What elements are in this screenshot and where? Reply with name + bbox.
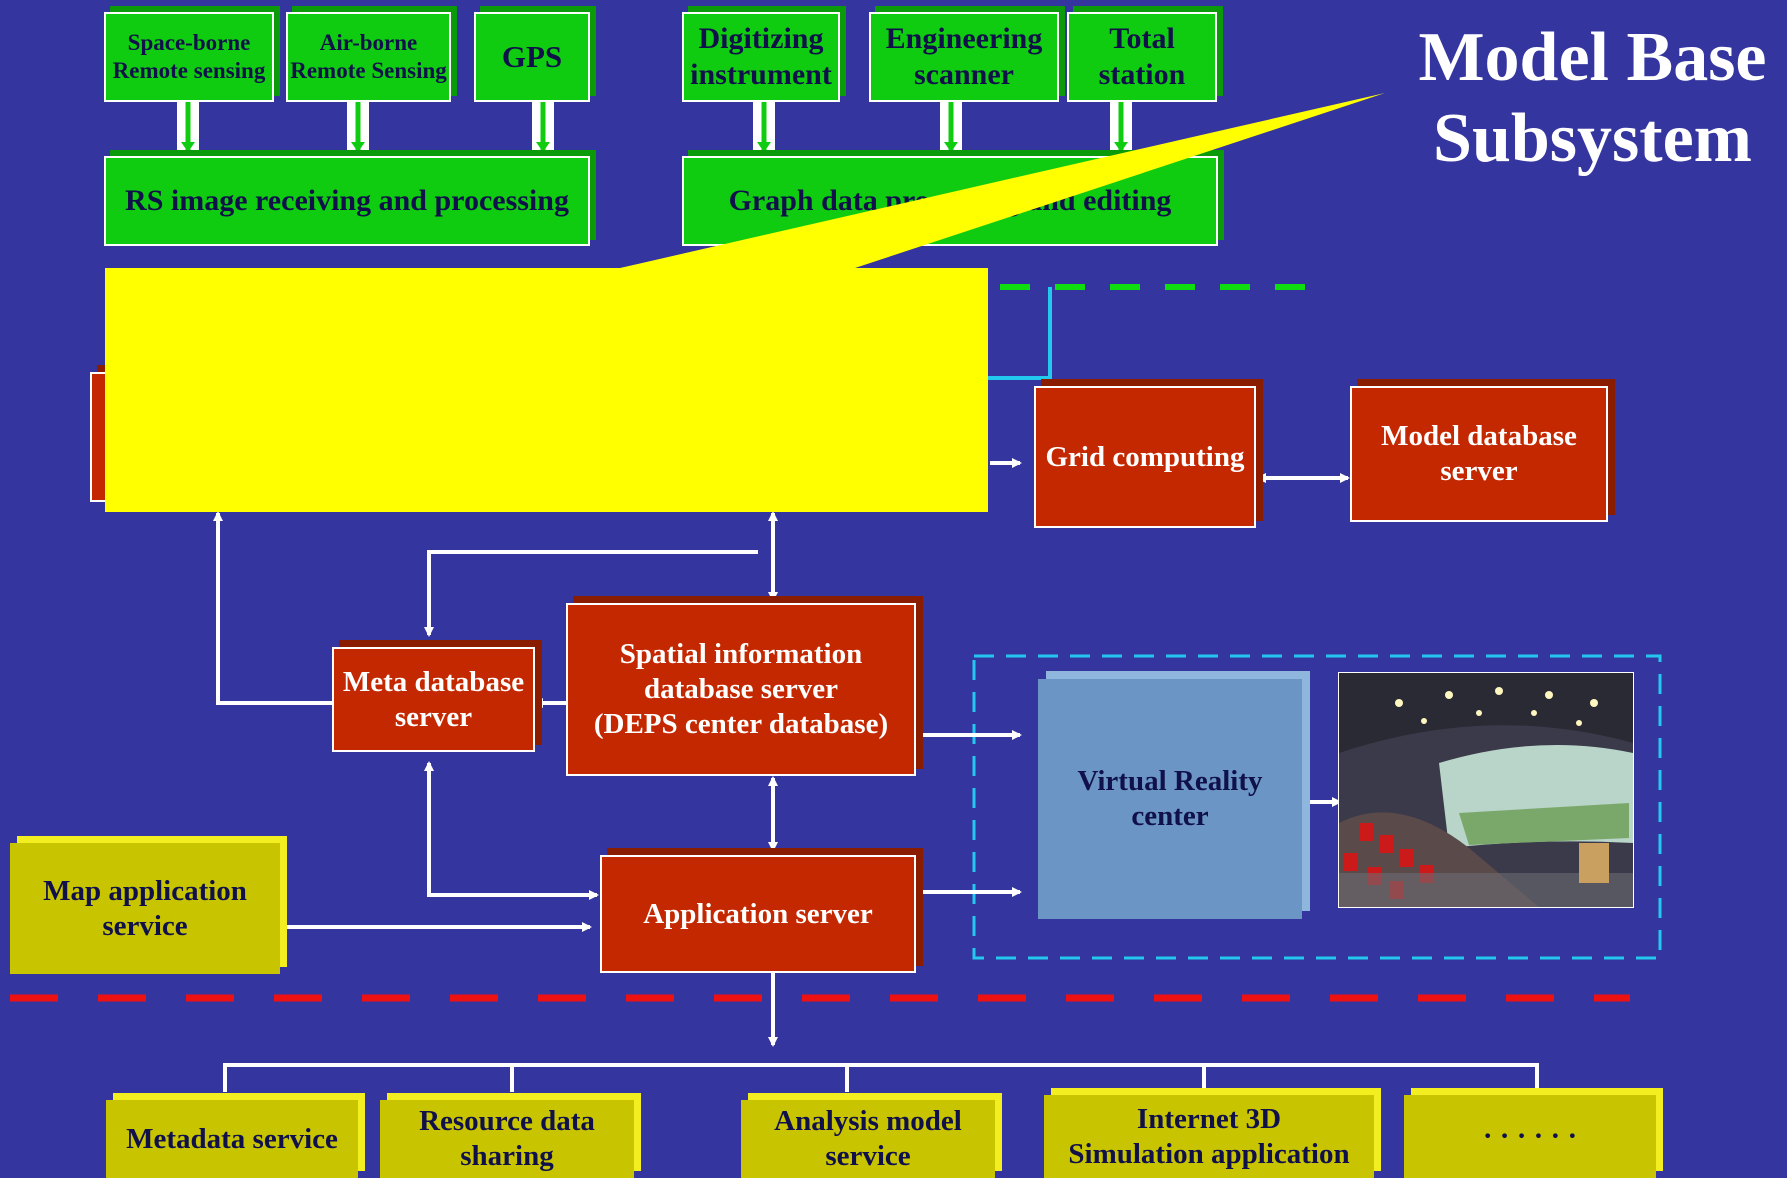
vr-dashed-border [972,654,1662,960]
meta-database-server-box: Meta database server [332,647,535,752]
vr-theater-illustration [1339,673,1633,907]
resource-data-sharing-box: Resource data sharing [380,1100,634,1178]
callout-title-line2: Subsystem [1433,99,1752,177]
analysis-model-service-box: Analysis model service [741,1100,995,1178]
model-database-server-box: Model database server [1350,386,1608,522]
internet-3d-simulation-box: Internet 3D Simulation application [1044,1095,1374,1178]
airborne-remote-sensing-box: Air-borne Remote Sensing [286,12,451,102]
application-server-box: Application server [600,855,916,973]
engineering-scanner-box: Engineering scanner [869,12,1059,102]
spatial-information-server-box: Spatial information database server (DEP… [566,603,916,776]
more-services-box: · · · · · · [1404,1095,1656,1178]
flow-arrows [213,458,1539,1092]
metadata-service-box: Metadata service [106,1100,358,1178]
callout-title-line1: Model Base [1418,19,1767,96]
grid-computing-box: Grid computing [1034,386,1256,528]
gps-box: GPS [474,12,590,102]
total-station-box: Total station [1067,12,1217,102]
virtual-reality-center-box: Virtual Reality center [1038,679,1302,919]
vr-theater-photo [1338,672,1634,908]
rs-image-processing-box: RS image receiving and processing [104,156,590,246]
input-arrows [177,96,1132,160]
map-application-service-box: Map application service [10,843,280,974]
spaceborne-remote-sensing-box: Space-borne Remote sensing [104,12,274,102]
callout-title: Model Base Subsystem [1400,18,1785,179]
digitizing-instrument-box: Digitizing instrument [682,12,840,102]
